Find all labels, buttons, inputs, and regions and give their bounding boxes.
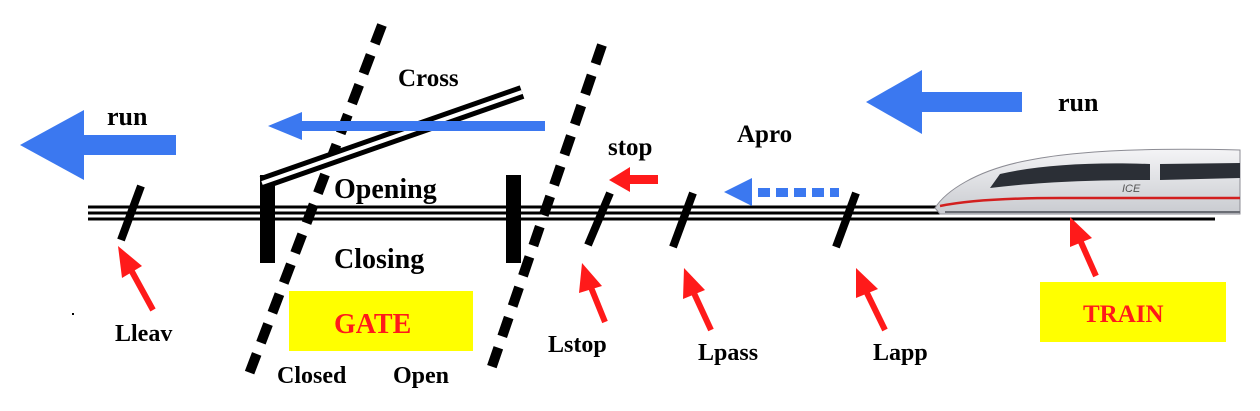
stop-arrow <box>609 167 658 192</box>
label-lleav: Lleav <box>115 321 172 347</box>
gate-barrier-arm <box>259 85 525 190</box>
label-cross: Cross <box>398 65 459 92</box>
ice-logo: ICE <box>1122 183 1141 195</box>
label-lpass: Lpass <box>698 340 758 366</box>
gate-box <box>289 291 473 351</box>
label-run-left: run <box>107 102 148 131</box>
approach-dashed-arrow <box>724 178 839 206</box>
label-gate: GATE <box>334 309 411 340</box>
train-box <box>1040 282 1226 342</box>
label-closed: Closed <box>277 363 347 389</box>
run-arrow-left <box>20 110 176 180</box>
pointer-arrow-lpass <box>683 268 714 332</box>
label-stop: stop <box>608 134 652 161</box>
label-lapp: Lapp <box>873 340 928 366</box>
label-run-right: run <box>1058 88 1099 117</box>
pointer-arrow-lleav <box>118 246 156 312</box>
sensor-lleav <box>117 184 145 242</box>
label-open: Open <box>393 363 449 389</box>
label-closing: Closing <box>334 244 424 275</box>
sensor-lapp <box>832 191 860 249</box>
label-apro: Apro <box>737 121 792 148</box>
label-lstop: Lstop <box>548 332 607 358</box>
label-opening: Opening <box>334 174 437 205</box>
run-arrow-right <box>866 70 1022 134</box>
pointer-arrow-lapp <box>856 268 888 332</box>
gate-post-right <box>506 175 521 263</box>
gate-boundary-right <box>483 43 607 380</box>
ice-train-image: ICE <box>934 148 1241 215</box>
sensor-lstop <box>584 191 614 247</box>
cross-direction-arrow <box>268 112 545 140</box>
pointer-arrow-lstop <box>579 263 608 324</box>
label-train: TRAIN <box>1083 301 1164 328</box>
pointer-arrow-train <box>1070 217 1099 278</box>
sensor-lpass <box>669 191 697 249</box>
gate-post-left <box>260 175 275 263</box>
stray-dot <box>72 313 74 315</box>
